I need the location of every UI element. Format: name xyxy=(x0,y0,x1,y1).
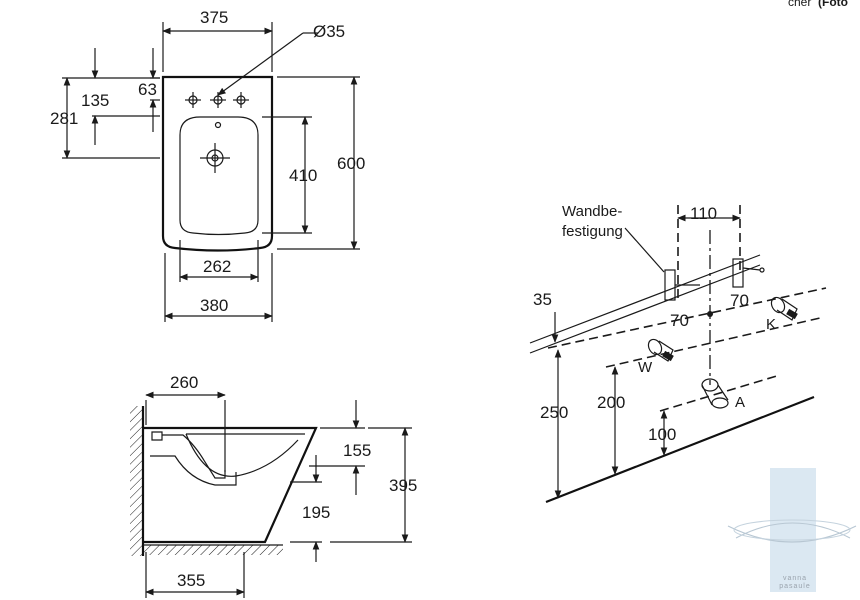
top-view-bowl xyxy=(179,116,259,236)
valve-w-icon xyxy=(647,338,674,362)
dim-395: 395 xyxy=(389,476,417,495)
watermark-logo xyxy=(727,468,857,592)
dim-262: 262 xyxy=(203,257,231,276)
dim-600: 600 xyxy=(337,154,365,173)
floor-line xyxy=(545,395,815,504)
watermark-text-line1: vanna xyxy=(782,575,808,582)
dim-200: 200 xyxy=(597,393,625,412)
dim-155: 155 xyxy=(343,441,371,460)
wall-hatch xyxy=(130,406,142,556)
label-w: W xyxy=(638,359,653,376)
wall-bracket-right xyxy=(732,258,765,288)
wall-mount-leader xyxy=(624,227,665,273)
drain-pipe-a-icon xyxy=(701,378,729,409)
top-view-outline xyxy=(161,75,274,252)
overflow-hole xyxy=(214,121,222,129)
side-view-outline xyxy=(143,426,318,544)
top-view: 375 Ø35 63 135 281 410 600 xyxy=(50,8,365,322)
tap-holes xyxy=(185,92,249,108)
wall-bracket-left xyxy=(664,269,700,301)
watermark-text: vanna pasaule xyxy=(770,575,820,591)
drain xyxy=(200,143,230,173)
ref-line-200 xyxy=(605,317,821,368)
wall-mount-label-line1: Wandbe- xyxy=(562,203,622,220)
dim-380: 380 xyxy=(200,296,228,315)
dim-195: 195 xyxy=(302,503,330,522)
label-a: A xyxy=(735,394,745,411)
ref-line-100 xyxy=(659,374,781,412)
installation-schematic: 110 Wandbe- festigung 35 70 70 250 200 1… xyxy=(529,203,827,504)
dim-110: 110 xyxy=(690,204,717,223)
dim-410: 410 xyxy=(289,166,317,185)
dim-70-right: 70 xyxy=(730,291,749,310)
dim-135: 135 xyxy=(81,91,109,110)
side-view: 260 155 195 395 355 xyxy=(130,373,417,598)
dim-250: 250 xyxy=(540,403,568,422)
watermark-text-line2: pasaule xyxy=(779,583,811,590)
valve-k-icon xyxy=(770,296,798,321)
dim-63: 63 xyxy=(138,80,157,99)
dim-375: 375 xyxy=(200,8,228,27)
dim-35: 35 xyxy=(533,290,552,309)
dim-281: 281 xyxy=(50,109,78,128)
dim-260: 260 xyxy=(170,373,198,392)
floor-hatch xyxy=(143,545,283,555)
dim-diameter-35: Ø35 xyxy=(313,22,345,41)
corner-caption-bold: (Foto xyxy=(818,0,848,9)
ref-line-250 xyxy=(547,287,827,349)
corner-caption-prefix: cher xyxy=(788,0,811,9)
label-k: K xyxy=(766,316,776,333)
dim-70-left: 70 xyxy=(670,311,689,330)
wall-mount-label-line2: festigung xyxy=(562,223,623,240)
dim-355: 355 xyxy=(177,571,205,590)
dim-100: 100 xyxy=(648,425,676,444)
